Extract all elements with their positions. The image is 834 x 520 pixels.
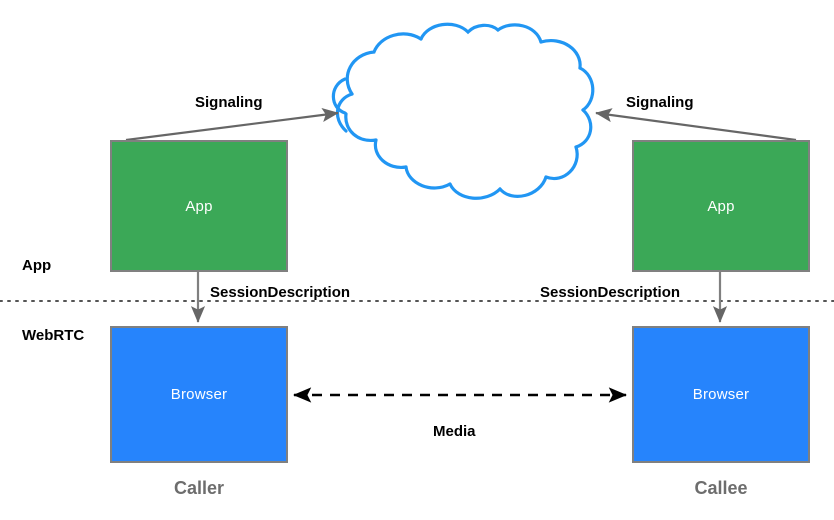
app-box-callee[interactable]: App <box>632 140 810 272</box>
party-label-caller: Caller <box>173 478 225 498</box>
edge-signaling-left <box>125 108 339 142</box>
network-cloud-icon <box>331 22 595 200</box>
browser-box-caller[interactable]: Browser <box>110 326 288 463</box>
edge-label-signaling-left: Signaling <box>195 94 263 111</box>
party-label-callee: Callee <box>694 478 748 498</box>
edge-signaling-right <box>595 108 797 142</box>
browser-box-caller-label: Browser <box>170 386 228 403</box>
app-box-caller[interactable]: App <box>110 140 288 272</box>
app-box-caller-label: App <box>185 197 213 215</box>
edge-label-sessiondescription-right: SessionDescription <box>540 284 681 301</box>
layer-label-webrtc: WebRTC <box>22 327 85 344</box>
edge-label-media: Media <box>433 423 476 440</box>
browser-box-callee-label: Browser <box>692 386 750 403</box>
app-box-callee-label: App <box>707 197 735 215</box>
browser-box-callee[interactable]: Browser <box>632 326 810 463</box>
edge-label-sessiondescription-left: SessionDescription <box>210 284 351 301</box>
edge-label-signaling-right: Signaling <box>626 94 694 111</box>
layer-label-app: App <box>22 257 52 274</box>
